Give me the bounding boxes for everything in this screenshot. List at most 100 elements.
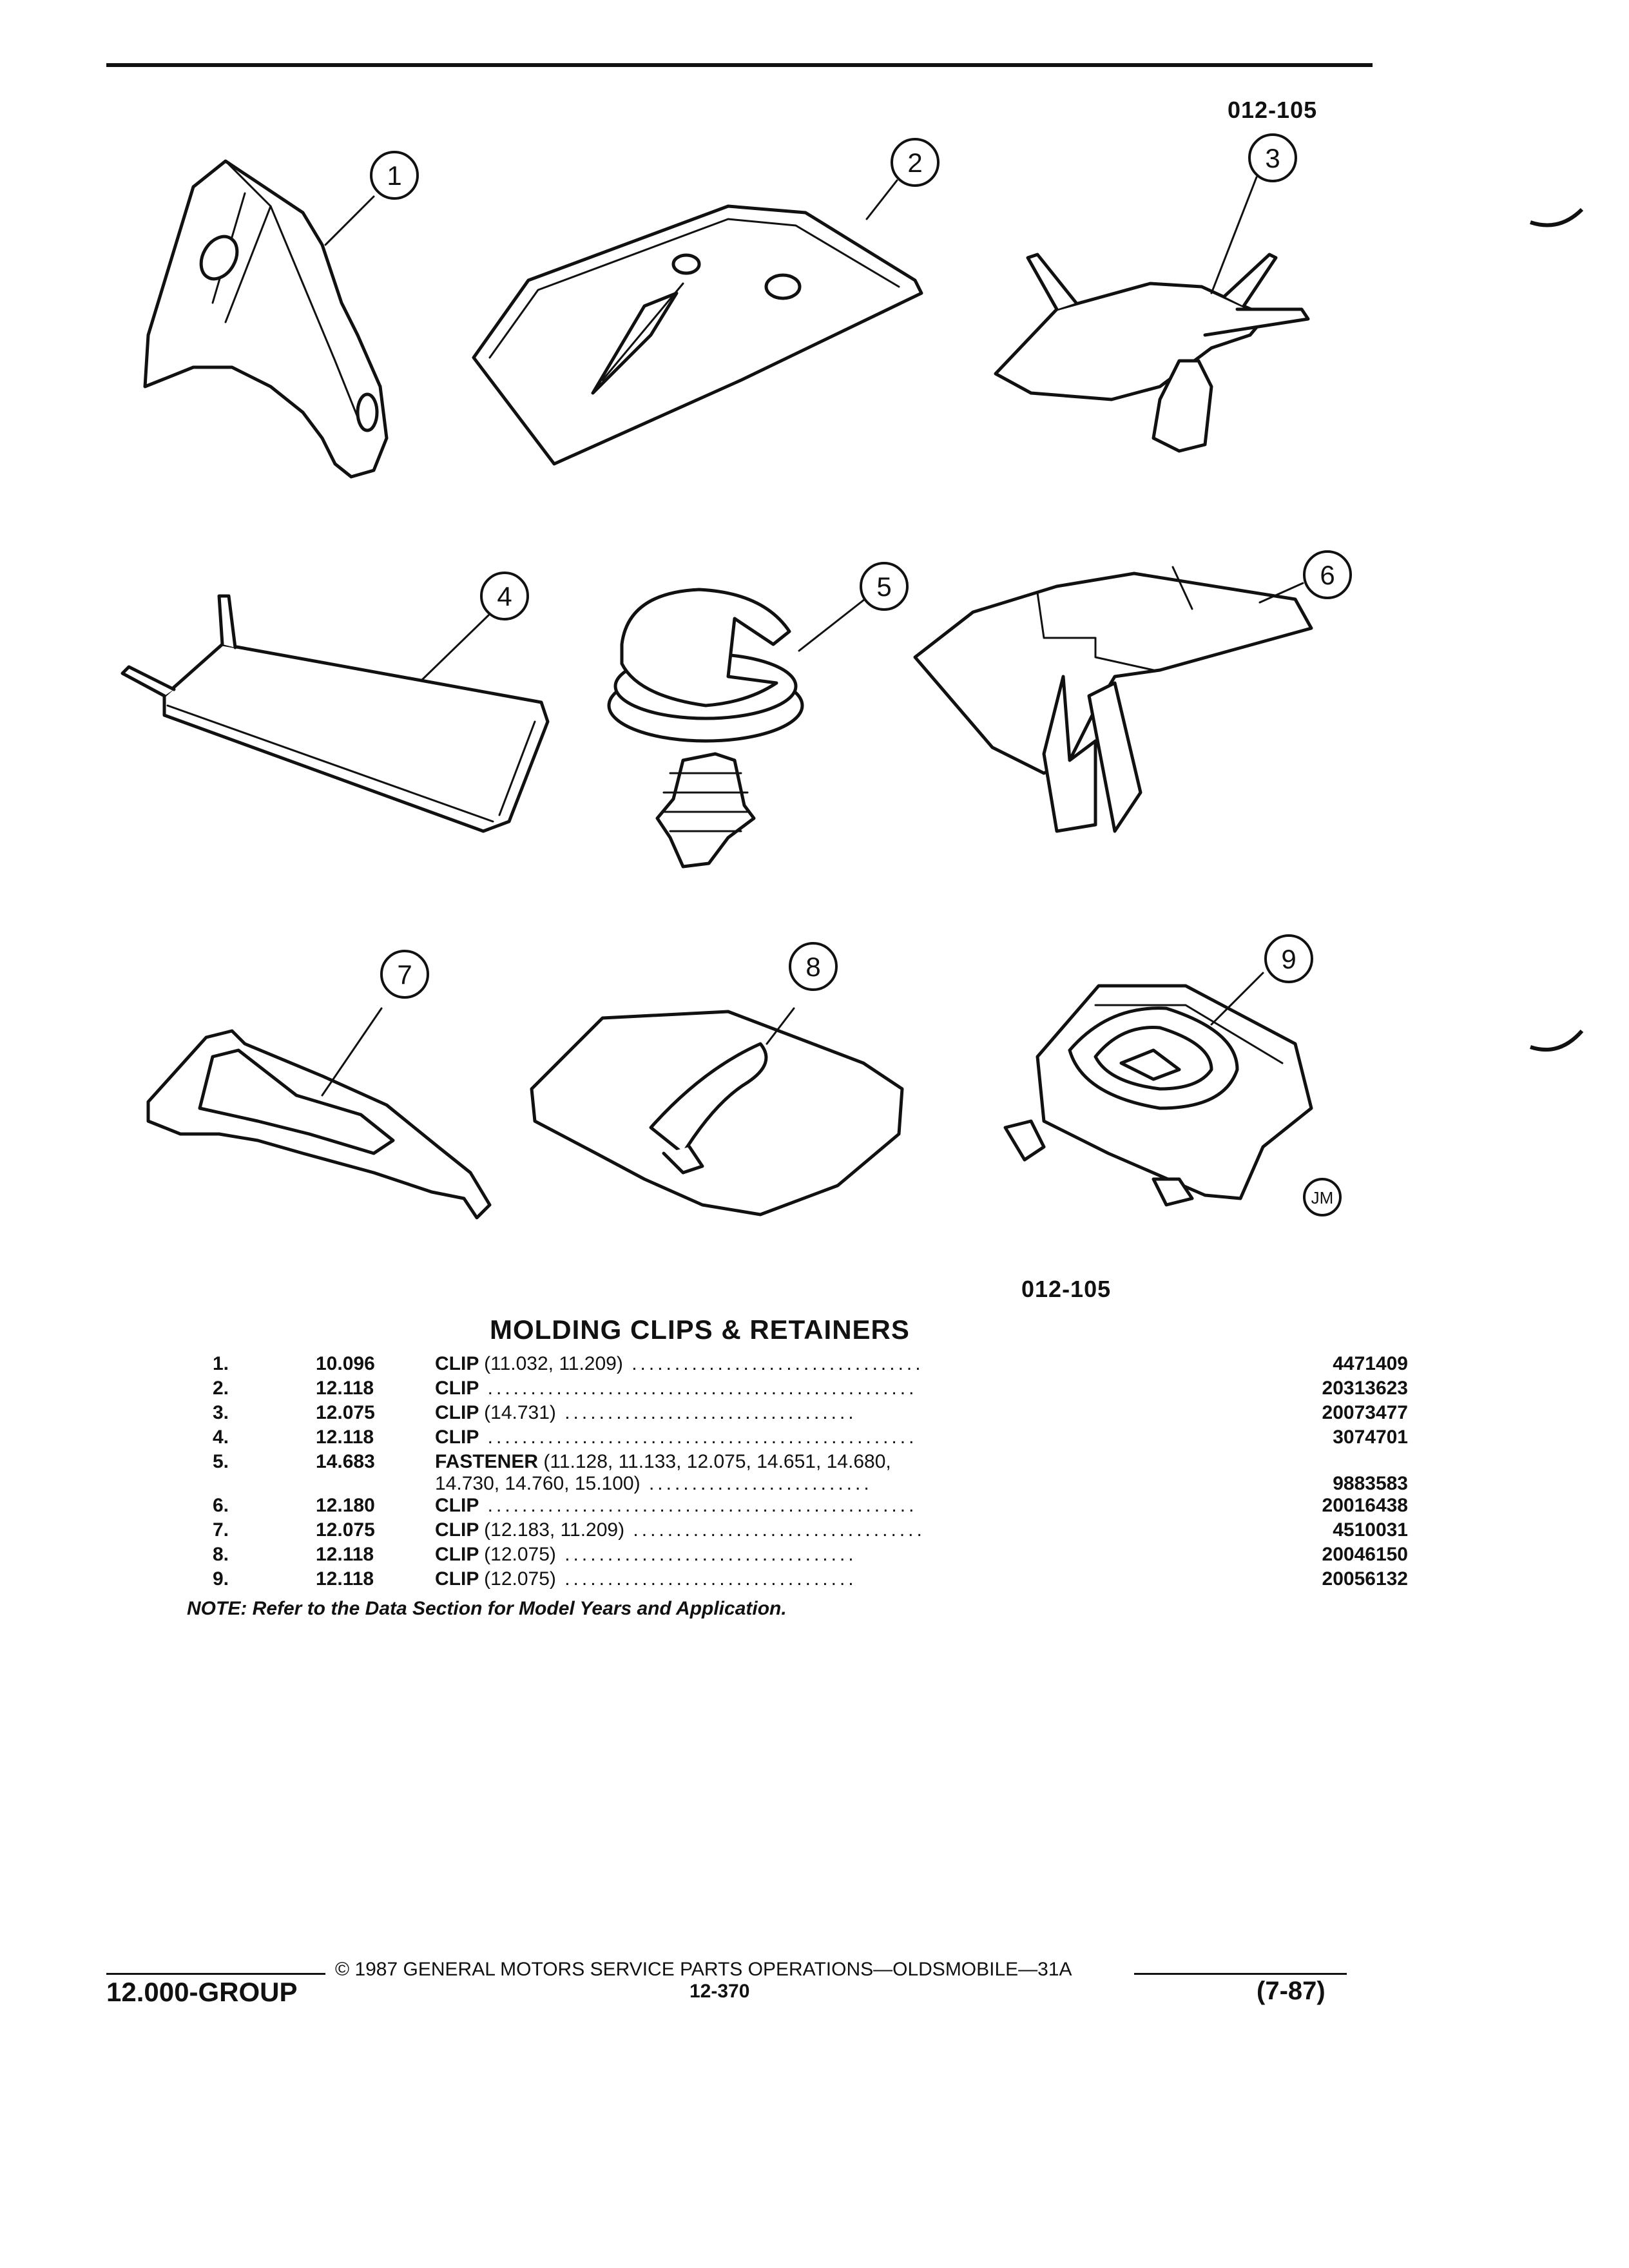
callout-6: 6	[1320, 560, 1335, 590]
part-1-clip-drawing	[143, 159, 389, 479]
callout-5-circle	[860, 562, 909, 611]
part-name: CLIP	[435, 1568, 479, 1590]
description-cell: CLIP (12.183, 11.209) ..................…	[435, 1519, 1279, 1544]
item-number: 8.	[213, 1544, 229, 1565]
part-application-continued: 14.730, 14.760, 15.100) ................…	[435, 1473, 872, 1494]
leader-dots: ........................................…	[479, 1427, 918, 1448]
leader-dots: ..................................	[555, 1568, 857, 1590]
footer-copyright: © 1987 GENERAL MOTORS SERVICE PARTS OPER…	[335, 1959, 1072, 1980]
description-cell: CLIP (12.075) ..........................…	[435, 1568, 1279, 1593]
section-title: MOLDING CLIPS & RETAINERS	[490, 1314, 910, 1345]
part-application: (14.731)	[484, 1402, 556, 1423]
footer-rule-right	[1134, 1973, 1347, 1975]
part-5-fastener-drawing	[607, 588, 804, 869]
callout-circles	[370, 133, 1352, 1216]
callout-1: 1	[387, 160, 401, 191]
part-number: 20056132	[1322, 1568, 1408, 1590]
table-row: 3. 12.075 CLIP (14.731) ..................…	[213, 1402, 1408, 1427]
figure-ref-bottom: 012-105	[1021, 1276, 1112, 1302]
table-row: 8. 12.118 CLIP (12.075) ..................…	[213, 1544, 1408, 1568]
callout-2: 2	[907, 148, 922, 178]
item-number: 6.	[213, 1495, 229, 1516]
group-number: 12.118	[316, 1568, 374, 1590]
callout-4-circle	[480, 572, 529, 620]
callout-3-circle	[1248, 133, 1297, 182]
part-application: (12.075)	[484, 1568, 556, 1590]
leader-dots: ........................................…	[479, 1378, 918, 1399]
part-8-clip-drawing	[530, 1010, 904, 1216]
table-row: 9. 12.118 CLIP (12.075) ..................…	[213, 1568, 1408, 1593]
callout-2-circle	[891, 138, 940, 187]
part-number: 3074701	[1333, 1427, 1408, 1448]
callout-8-circle	[789, 942, 838, 991]
part-number: 20046150	[1322, 1544, 1408, 1565]
part-application: (11.032, 11.209)	[484, 1353, 623, 1374]
part-number: 20313623	[1322, 1378, 1408, 1399]
item-number: 2.	[213, 1378, 229, 1399]
callout-7: 7	[397, 959, 412, 990]
part-7-clip-drawing	[146, 1029, 492, 1220]
part-name: CLIP	[435, 1544, 479, 1565]
footer-group: 12.000-GROUP	[106, 1977, 298, 2007]
top-rule	[106, 63, 1373, 67]
callout-9: 9	[1281, 944, 1296, 974]
group-number: 12.118	[316, 1427, 374, 1448]
part-4-clip-drawing	[120, 594, 550, 833]
part-name: CLIP	[435, 1495, 479, 1516]
item-number: 7.	[213, 1519, 229, 1541]
leader-dots: ..........................	[640, 1473, 872, 1494]
leader-dots: ..................................	[622, 1353, 924, 1374]
part-name: CLIP	[435, 1378, 479, 1399]
leader-dots: ..................................	[624, 1519, 925, 1541]
leader-lines	[321, 176, 1304, 1097]
leader-dots: ........................................…	[479, 1495, 918, 1516]
leader-dots: ..................................	[555, 1544, 857, 1565]
footer-page-number: 12-370	[689, 1981, 750, 2002]
part-number: 20073477	[1322, 1402, 1408, 1423]
part-name: CLIP	[435, 1427, 479, 1448]
table-row: 2. 12.118 CLIP ...........................…	[213, 1378, 1408, 1402]
description-cell: CLIP (12.075) ..........................…	[435, 1544, 1279, 1568]
group-number: 12.075	[316, 1519, 375, 1541]
item-number: 1.	[213, 1353, 229, 1374]
description-cell: FASTENER (11.128, 11.133, 12.075, 14.651…	[435, 1451, 1279, 1495]
group-number: 12.180	[316, 1495, 375, 1516]
item-number: 3.	[213, 1402, 229, 1423]
footer-date: (7-87)	[1257, 1977, 1325, 2005]
item-number: 9.	[213, 1568, 229, 1590]
part-number: 4510031	[1333, 1519, 1408, 1541]
table-row: 1. 10.096 CLIP (11.032, 11.209) ..........…	[213, 1353, 1408, 1378]
artist-mark: JM	[1311, 1188, 1334, 1207]
part-3-clip-drawing	[994, 253, 1310, 453]
description-cell: CLIP ...................................…	[435, 1427, 1279, 1451]
parts-illustration: 1 2 3 4 5 6 7 8 9 JM	[120, 133, 1584, 1220]
description-cell: CLIP ...................................…	[435, 1495, 1279, 1519]
group-number: 12.118	[316, 1378, 374, 1399]
part-6-clip-drawing	[913, 566, 1313, 833]
callout-7-circle	[380, 950, 429, 999]
callout-3: 3	[1265, 143, 1280, 173]
description-cell: CLIP (14.731) ..........................…	[435, 1402, 1279, 1427]
part-9-clip-drawing	[1003, 984, 1313, 1207]
group-number: 12.075	[316, 1402, 375, 1423]
table-row: 6. 12.180 CLIP ...........................…	[213, 1495, 1408, 1519]
callout-8: 8	[805, 952, 820, 982]
group-number: 12.118	[316, 1544, 374, 1565]
artist-mark-circle	[1303, 1178, 1342, 1216]
part-name: FASTENER	[435, 1451, 539, 1472]
part-application: (11.128, 11.133, 12.075, 14.651, 14.680,	[543, 1451, 891, 1472]
part-2-clip-drawing	[472, 204, 923, 466]
table-row: 7. 12.075 CLIP (12.183, 11.209) ..........…	[213, 1519, 1408, 1544]
part-name: CLIP	[435, 1353, 479, 1374]
callout-6-circle	[1303, 550, 1352, 599]
callout-4: 4	[497, 581, 512, 611]
part-application: (12.183, 11.209)	[484, 1519, 625, 1541]
description-cell: CLIP ...................................…	[435, 1378, 1279, 1402]
group-number: 14.683	[316, 1451, 375, 1472]
part-number: 4471409	[1333, 1353, 1408, 1374]
description-cell: CLIP (11.032, 11.209) ..................…	[435, 1353, 1279, 1378]
callout-1-circle	[370, 151, 419, 200]
group-number: 10.096	[316, 1353, 375, 1374]
